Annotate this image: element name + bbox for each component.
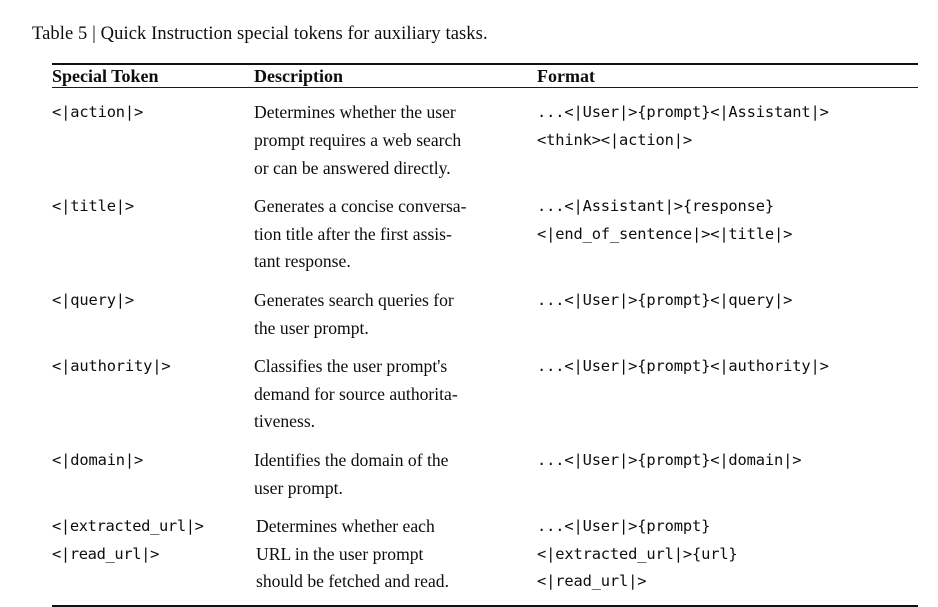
table-row: <|action|> Determines whether the user pro… bbox=[52, 88, 918, 182]
description-line: the user prompt. bbox=[254, 317, 369, 338]
description-line: URL in the user prompt bbox=[256, 543, 424, 564]
special-token-text: <|authority|> bbox=[52, 357, 171, 376]
table-header-rule bbox=[52, 87, 918, 89]
special-token-text: <|extracted_url|> bbox=[52, 517, 204, 536]
cell-format: ...<|User|>{prompt}<|authority|> bbox=[537, 342, 918, 436]
description-line: Classifies the user prompt's bbox=[254, 356, 448, 377]
table-header-row: Special Token Description Format bbox=[52, 65, 918, 87]
cell-special-token: <|action|> bbox=[52, 88, 254, 182]
description-line: tant response. bbox=[254, 251, 351, 272]
cell-description: Classifies the user prompt's demand for s… bbox=[254, 342, 537, 436]
format-line: <|extracted_url|>{url} bbox=[537, 544, 738, 563]
cell-description: Generates a concise conversa-tion title … bbox=[254, 182, 537, 276]
description-line: tiveness. bbox=[254, 411, 316, 432]
table-body: <|action|> Determines whether the user pro… bbox=[52, 88, 918, 605]
description-line: Generates search queries for bbox=[254, 290, 454, 311]
format-line: <think><|action|> bbox=[537, 131, 692, 150]
table-caption: Table 5 | Quick Instruction special toke… bbox=[32, 24, 488, 44]
special-token-text: <|read_url|> bbox=[52, 544, 159, 563]
table-row: <|title|> Generates a concise conversa-ti… bbox=[52, 182, 918, 276]
table-row: <|extracted_url|><|read_url|>Determines … bbox=[52, 502, 918, 605]
special-token-text: <|title|> bbox=[52, 197, 135, 216]
description-line: Generates a concise conversa- bbox=[254, 196, 467, 217]
format-line: <|end_of_sentence|><|title|> bbox=[537, 224, 793, 243]
description-line: prompt requires a web search bbox=[254, 130, 462, 151]
special-tokens-table-body: <|action|> Determines whether the user pro… bbox=[52, 88, 918, 605]
description-line: user prompt. bbox=[254, 477, 343, 498]
format-line: ...<|User|>{prompt}<|domain|> bbox=[537, 451, 802, 470]
table-container: Special Token Description Format <|actio… bbox=[52, 63, 918, 607]
special-tokens-table: Special Token Description Format bbox=[52, 65, 918, 87]
table-row: <|domain|> Identifies the domain of the us… bbox=[52, 436, 918, 502]
document-page: Table 5 | Quick Instruction special toke… bbox=[32, 24, 918, 607]
cell-description: Identifies the domain of the user prompt. bbox=[254, 436, 537, 502]
cell-special-token: <|query|> bbox=[52, 276, 254, 342]
cell-format: ...<|User|>{prompt}<|domain|> bbox=[537, 436, 918, 502]
special-token-text: <|query|> bbox=[52, 291, 135, 310]
description-line: tion title after the first assis- bbox=[254, 223, 452, 244]
description-line: demand for source authorita- bbox=[254, 383, 458, 404]
cell-description: Determines whether the user prompt requir… bbox=[254, 88, 537, 182]
format-line: <|read_url|> bbox=[537, 572, 647, 591]
cell-description: Generates search queries for the user pro… bbox=[254, 276, 537, 342]
special-token-text: <|domain|> bbox=[52, 451, 144, 470]
special-token-text: <|action|> bbox=[52, 103, 144, 122]
table-row: <|authority|> Classifies the user prompt'… bbox=[52, 342, 918, 436]
description-line: should be fetched and read. bbox=[256, 571, 449, 592]
cell-format: ...<|User|>{prompt}<|Assistant|> <think><… bbox=[537, 88, 918, 182]
column-header-description: Description bbox=[254, 66, 343, 87]
format-line: ...<|User|>{prompt}<|query|> bbox=[537, 291, 793, 310]
format-line: ...<|User|>{prompt}<|authority|> bbox=[537, 357, 829, 376]
table-top-rule bbox=[52, 63, 918, 66]
cell-format: ...<|User|>{prompt} <|extracted_url|>{url… bbox=[537, 502, 918, 605]
format-line: ...<|Assistant|>{response} bbox=[537, 197, 775, 216]
description-line: Determines whether each bbox=[256, 516, 435, 537]
format-line: ...<|User|>{prompt} bbox=[537, 517, 711, 536]
column-header-format: Format bbox=[537, 66, 595, 87]
description-line: Identifies the domain of the bbox=[254, 450, 449, 471]
cell-special-token: <|authority|> bbox=[52, 342, 254, 436]
column-header-special-token: Special Token bbox=[52, 66, 159, 87]
format-line: ...<|User|>{prompt}<|Assistant|> bbox=[537, 103, 829, 122]
cell-special-token: <|title|> bbox=[52, 182, 254, 276]
cell-format: ...<|Assistant|>{response} <|end_of_sente… bbox=[537, 182, 918, 276]
description-line: Determines whether the user bbox=[254, 102, 456, 123]
cell-special-token: <|domain|> bbox=[52, 436, 254, 502]
description-line: or can be answered directly. bbox=[254, 157, 451, 178]
cell-format: ...<|User|>{prompt}<|query|> bbox=[537, 276, 918, 342]
cell-special-token: <|extracted_url|> <|read_url|> bbox=[52, 502, 254, 605]
table-row: <|query|> Generates search queries for the… bbox=[52, 276, 918, 342]
